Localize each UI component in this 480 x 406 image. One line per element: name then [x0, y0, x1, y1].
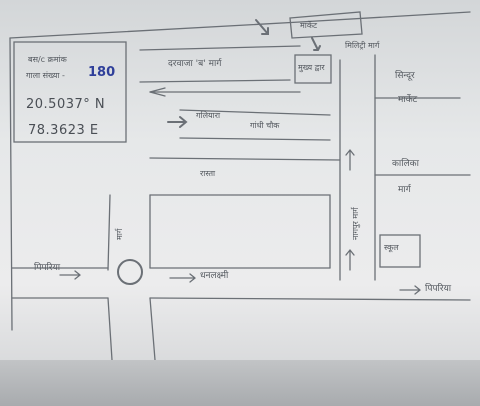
top-road-label: दरवाजा 'ब' मार्ग	[168, 59, 222, 69]
vertical-right-label: नागपुर मार्ग	[351, 207, 360, 240]
info-number: 180	[88, 65, 116, 80]
vertical-road-left-top	[107, 194, 111, 271]
vertical-road-label: मार्ग	[115, 228, 124, 240]
lower-block-label: रास्ता	[200, 169, 216, 178]
roundabout-circle	[117, 259, 143, 285]
right-road-arrow-up	[345, 148, 355, 171]
vertical-road-left-bottom	[107, 297, 113, 361]
school-label: स्कूल	[384, 243, 399, 252]
center-road-label: धनलक्ष्मी	[200, 271, 229, 281]
right-arrow	[169, 273, 197, 283]
top-arrow-1	[255, 19, 269, 35]
road3-lower	[179, 137, 331, 141]
right-mid2-label: मार्ग	[398, 185, 411, 195]
left-arrow	[59, 270, 82, 280]
right-place-label: सिन्दूर	[395, 71, 415, 81]
info-box-border	[13, 41, 127, 143]
info-label-1: बस/c क्रमांक	[28, 55, 67, 64]
bottom-right-arrow	[399, 285, 422, 295]
middle-note-label: गांधी चौक	[250, 121, 280, 130]
top-border-line	[9, 11, 471, 39]
left-border-line	[9, 37, 13, 331]
top-road-lower-edge	[139, 79, 291, 83]
gate-box	[294, 54, 332, 84]
longitude-value: 78.3623 E	[28, 123, 99, 138]
top-right-box	[289, 11, 363, 39]
vertical-road-right-bottom	[149, 297, 156, 361]
mid-block-edge	[149, 194, 331, 269]
gate-label: मुख्य द्वार	[298, 63, 325, 72]
right-mid-label: कालिका	[392, 159, 419, 169]
top-arrow-2	[311, 37, 321, 51]
top-road-upper-edge	[139, 45, 301, 51]
road3-arrow	[167, 116, 188, 128]
road3-upper	[179, 109, 331, 116]
bottom-right-label: पिपरिया	[425, 284, 452, 294]
top-corner-label: मार्केट	[300, 21, 318, 30]
school-box	[379, 234, 421, 268]
right-top-label: मिलिट्री मार्ग	[345, 41, 380, 50]
upper-road-label: गलियारा	[196, 111, 221, 120]
cross-road-right-lower	[149, 297, 471, 301]
left-road-label: पिपरिया	[34, 263, 61, 273]
right-place2-label: मार्केट	[398, 95, 418, 105]
paper-bottom-fold	[0, 360, 480, 406]
road2-arrow	[149, 87, 166, 97]
latitude-value: 20.5037° N	[26, 97, 106, 112]
right-road-arrow-up2	[345, 248, 355, 271]
mid-road-upper	[149, 157, 341, 161]
info-label-2: गाला संख्या -	[26, 71, 65, 80]
